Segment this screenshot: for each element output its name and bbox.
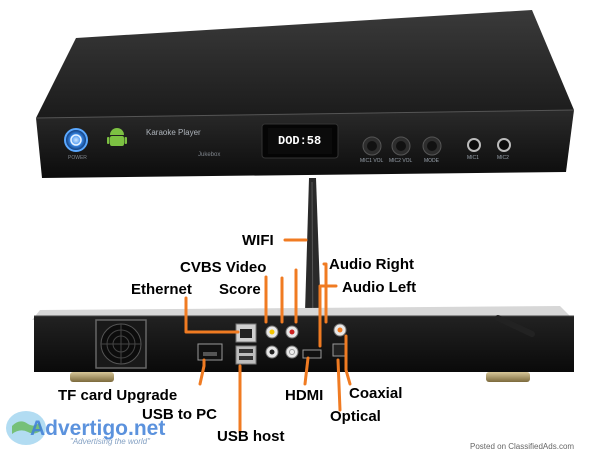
label-cvbs-video: CVBS Video [180, 259, 267, 276]
label-usb-host: USB host [217, 428, 285, 445]
jack-label-mic2: MIC2 [497, 155, 509, 161]
knob-mic1 [362, 136, 382, 156]
usb-host-ports [235, 345, 257, 365]
jack-label-mic1: MIC1 [467, 155, 479, 161]
front-foot-left [70, 372, 114, 382]
hdmi-port [302, 349, 322, 359]
front-sub-text: Jukebox [198, 152, 221, 158]
knob-mode [422, 136, 442, 156]
label-audio-right: Audio Right [329, 256, 414, 273]
knob-label-mic2: MIC2 VOL [389, 158, 413, 164]
label-wifi: WIFI [242, 232, 274, 249]
callout-lines [184, 238, 352, 434]
label-hdmi: HDMI [285, 387, 324, 404]
label-audio-left: Audio Left [342, 279, 417, 296]
fan-grille [95, 319, 147, 369]
globe-icon [6, 411, 46, 445]
watermark-brand: Advertigo.net [30, 417, 166, 440]
knob-mic2 [391, 136, 411, 156]
front-foot-right [486, 372, 530, 382]
watermark-tagline: "Advertising the world" [70, 437, 150, 446]
label-coaxial: Coaxial [349, 385, 403, 402]
display-readout: DOD:58 [278, 134, 322, 148]
back-unit [32, 306, 574, 382]
power-label: POWER [68, 155, 87, 161]
label-optical: Optical [330, 408, 381, 425]
label-tf-card-upgrade: TF card Upgrade [58, 387, 178, 404]
knob-label-mode: MODE [424, 158, 439, 164]
power-icon [70, 134, 82, 146]
mic1-jack [467, 138, 481, 152]
label-ethernet: Ethernet [131, 281, 192, 298]
front-unit-lid [36, 10, 574, 118]
mic2-jack [497, 138, 511, 152]
label-score: Score [219, 281, 261, 298]
android-icon [107, 128, 127, 146]
front-unit [35, 10, 575, 178]
watermark-posted-on: Posted on ClassifiedAds.com [470, 442, 575, 451]
label-usb-to-pc: USB to PC [142, 406, 217, 423]
knob-label-mic1: MIC1 VOL [360, 158, 384, 164]
front-brand-text: Karaoke Player [146, 128, 201, 137]
power-button [64, 128, 88, 152]
